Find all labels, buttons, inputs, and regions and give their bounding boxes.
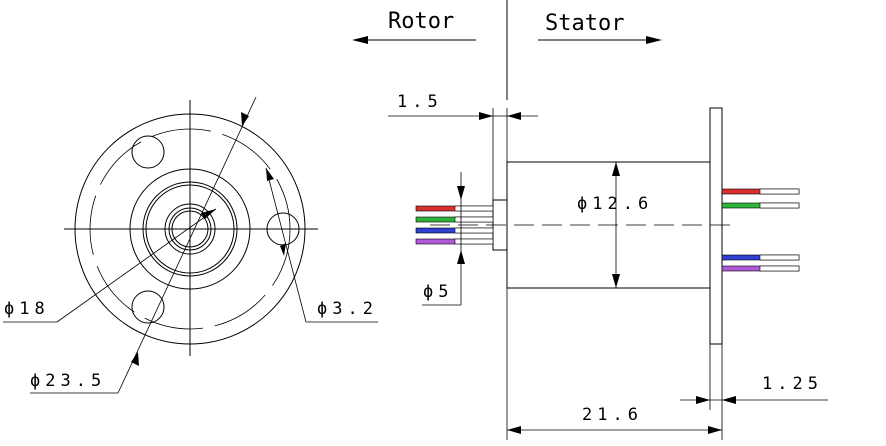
shaft-circle [168,207,212,251]
stator-wire-sleeve [759,188,800,195]
rotor-wire-sleeve [454,216,494,223]
arrow-head [201,209,216,219]
arrow-head [241,112,249,126]
rotor-wire-sleeve [454,227,494,234]
shaft-bore-circle [171,210,209,248]
diameter-18-leader [56,208,217,323]
mounting-hole-bottom [131,290,165,324]
arrow-head [266,168,274,181]
stator-label: Stator [545,11,624,36]
diameter-23-5-label: ϕ23.5 [30,371,106,391]
arrow-head [457,250,465,264]
shaft-outer-circle [164,203,216,255]
front-view: ϕ23.5 ϕ18 ϕ3.2 [3,96,378,394]
arrow-head [131,352,139,366]
side-view: 1.5 ϕ5 ϕ12.6 21.6 1.25 [388,92,828,440]
arrow-head [457,186,465,200]
arrow-head [696,396,710,404]
arrow-head [280,243,286,256]
arrow-head [612,274,620,288]
arrow-head [479,112,493,120]
rotor-arrow-head [352,36,368,44]
bolt-circle [89,128,291,330]
arrow-head [507,426,521,434]
arrow-head [507,112,521,120]
dimension-12-6-label: ϕ12.6 [577,194,653,214]
stator-wire-sleeve [759,202,800,209]
diameter-3-2-label: ϕ3.2 [317,299,378,319]
rotor-wire-sleeve [454,205,494,212]
mounting-hole-top [131,135,165,169]
outer-flange-circle [74,113,306,345]
dimension-1-5-label: 1.5 [397,92,443,112]
arrow-head [612,162,620,176]
arrow-head [708,426,722,434]
rotor-wire-sleeve [454,238,494,245]
diameter-3-2-leader [265,167,307,323]
inner-body-circle [142,181,238,277]
inner-body-circle-2 [145,184,235,274]
stator-wire-sleeve [759,265,800,272]
rotor-collar [492,199,508,251]
rotor-label: Rotor [388,9,454,34]
stator-flange [709,107,723,345]
dimension-21-6-label: 21.6 [582,405,643,425]
stator-arrow-head [646,36,662,44]
dimension-5-label: ϕ5 [423,282,453,302]
body-circle [129,168,251,290]
dimension-1-25-label: 1.25 [762,374,823,394]
diameter-23-5-leader [117,96,257,394]
stator-wire-sleeve [759,254,800,261]
arrow-head [722,396,736,404]
diameter-18-label: ϕ18 [4,299,50,319]
